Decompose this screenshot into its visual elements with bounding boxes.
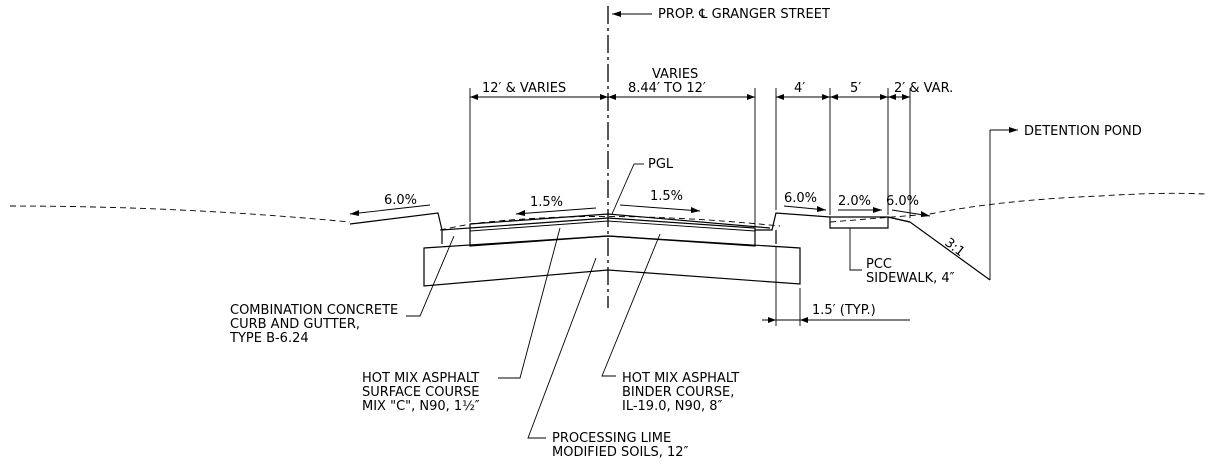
dim-arrow	[776, 94, 784, 100]
foreslope	[887, 216, 991, 281]
surface-course-line	[469, 220, 756, 232]
slope-6-far-label: 6.0%	[886, 194, 919, 209]
curb-note-line1: COMBINATION CONCRETE	[230, 303, 398, 318]
slope-3-1-label: 3:1	[942, 235, 968, 260]
leader-arrow	[612, 11, 621, 17]
slope-1-5-left-label: 1.5%	[530, 195, 563, 210]
slope-arrowhead	[691, 207, 700, 213]
pavement-surface	[469, 213, 771, 229]
binder-note-line3: IL-19.0, N90, 8″	[622, 399, 723, 414]
dim-arrow	[822, 94, 830, 100]
dim-arrow	[888, 94, 896, 100]
binder-note-line2: BINDER COURSE,	[622, 385, 734, 400]
slope-arrow-1-5-right	[619, 204, 701, 212]
dim-arrow	[830, 94, 838, 100]
slope-arrowhead	[921, 211, 930, 217]
leader-arrow	[1009, 127, 1018, 133]
surface-note-line2: SURFACE COURSE	[362, 385, 480, 400]
lime-modified-soils-layer	[423, 235, 801, 287]
lime-note-line1: PROCESSING LIME	[552, 431, 671, 446]
slope-6-left-label: 6.0%	[384, 193, 417, 208]
dim-arrow	[600, 94, 608, 100]
curb-leader	[406, 235, 455, 317]
dim-2var-label: 2′ & VAR.	[894, 81, 953, 96]
slope-arrow-6-left	[349, 204, 431, 215]
slope-arrowhead	[817, 206, 826, 212]
right-curb-and-gutter	[755, 212, 831, 244]
existing-ground-line	[9, 192, 1206, 231]
binder-note-line1: HOT MIX ASPHALT	[622, 371, 739, 386]
sidewalk-note-line2: SIDEWALK, 4″	[866, 271, 955, 286]
dim-1-5-typ-label: 1.5′ (TYP.)	[812, 303, 876, 318]
dim-arrow	[768, 317, 776, 323]
surface-leader	[498, 227, 561, 379]
centerline-label: PROP. ℄ GRANGER STREET	[658, 7, 830, 22]
pgl-label: PGL	[648, 157, 674, 172]
binder-leader	[601, 233, 661, 377]
dim-left-label: 12′ & VARIES	[482, 81, 566, 96]
pgl-leader	[611, 163, 635, 215]
dim-4-label: 4′	[794, 81, 805, 96]
dim-arrow	[902, 94, 910, 100]
slope-2-0-label: 2.0%	[838, 194, 871, 209]
left-curb-and-gutter	[349, 212, 471, 244]
slope-arrowhead	[516, 210, 525, 216]
dim-arrow	[880, 94, 888, 100]
binder-course-layer	[469, 217, 756, 247]
surface-note-line3: MIX "C", N90, 1½″	[362, 399, 480, 414]
curb-note-line2: CURB AND GUTTER,	[230, 317, 360, 332]
dim-arrow	[608, 94, 616, 100]
dim-5-label: 5′	[850, 81, 861, 96]
surface-note-line1: HOT MIX ASPHALT	[362, 371, 479, 386]
curb-note-line3: TYPE B-6.24	[229, 331, 309, 346]
dim-right-bottom-label: 8.44′ TO 12′	[628, 81, 706, 96]
detention-pond-label: DETENTION POND	[1024, 124, 1142, 139]
slope-arrowhead	[873, 207, 882, 213]
sidewalk-leader	[849, 228, 862, 271]
slope-arrowhead	[350, 210, 359, 216]
slope-1-5-right-label: 1.5%	[650, 189, 683, 204]
slope-6-right-label: 6.0%	[784, 191, 817, 206]
lime-leader	[527, 257, 597, 439]
dim-right-top-label: VARIES	[652, 67, 698, 82]
lime-note-line2: MODIFIED SOILS, 12″	[552, 445, 689, 460]
sidewalk-note-line1: PCC	[866, 257, 892, 272]
dim-arrow	[747, 94, 755, 100]
dim-arrow	[470, 94, 478, 100]
dim-arrow	[800, 317, 808, 323]
slope-arrow-1-5-left	[515, 207, 597, 215]
